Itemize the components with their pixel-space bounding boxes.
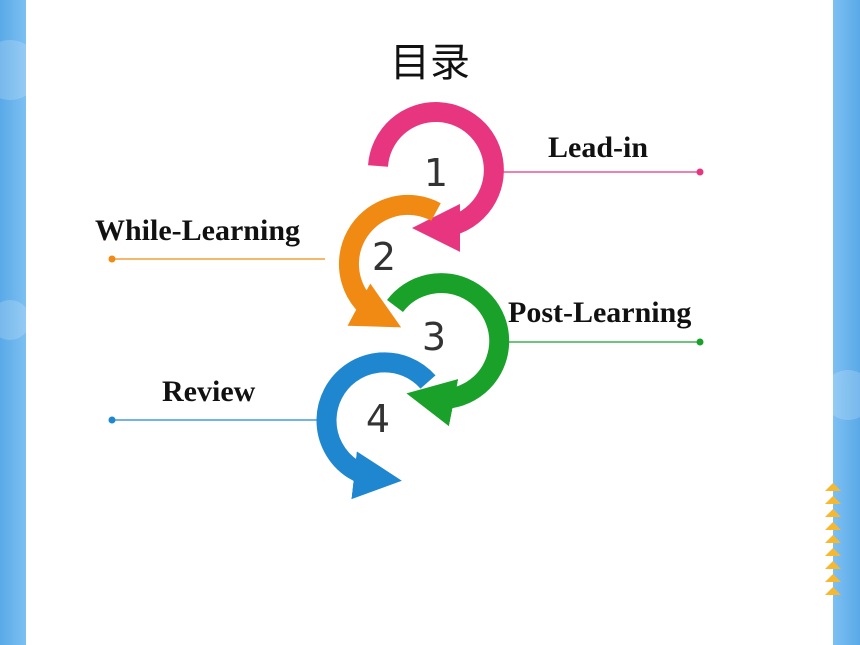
connector-dot-4: [108, 416, 116, 424]
decorative-arrow-strip: [825, 483, 841, 595]
step-2-arrow: [338, 195, 441, 328]
connector-dot-1: [696, 168, 704, 176]
step-4-number: 4: [366, 397, 390, 441]
agenda-item-review[interactable]: Review: [162, 375, 256, 408]
connector-lines: [108, 168, 704, 424]
step-4-arrow: [316, 352, 436, 500]
agenda-item-post-learning[interactable]: Post-Learning: [508, 296, 692, 329]
connector-dot-2: [108, 255, 116, 263]
agenda-item-while-learning[interactable]: While-Learning: [95, 214, 301, 247]
step-3-arrow: [387, 273, 510, 427]
connector-dot-3: [696, 338, 704, 346]
agenda-item-lead-in[interactable]: Lead-in: [548, 131, 649, 164]
step-1-arrow: [368, 102, 504, 252]
step-2-number: 2: [372, 235, 396, 279]
slide-title: 目录: [390, 40, 470, 86]
step-1-number: 1: [424, 151, 448, 195]
step-3-number: 3: [422, 315, 446, 359]
